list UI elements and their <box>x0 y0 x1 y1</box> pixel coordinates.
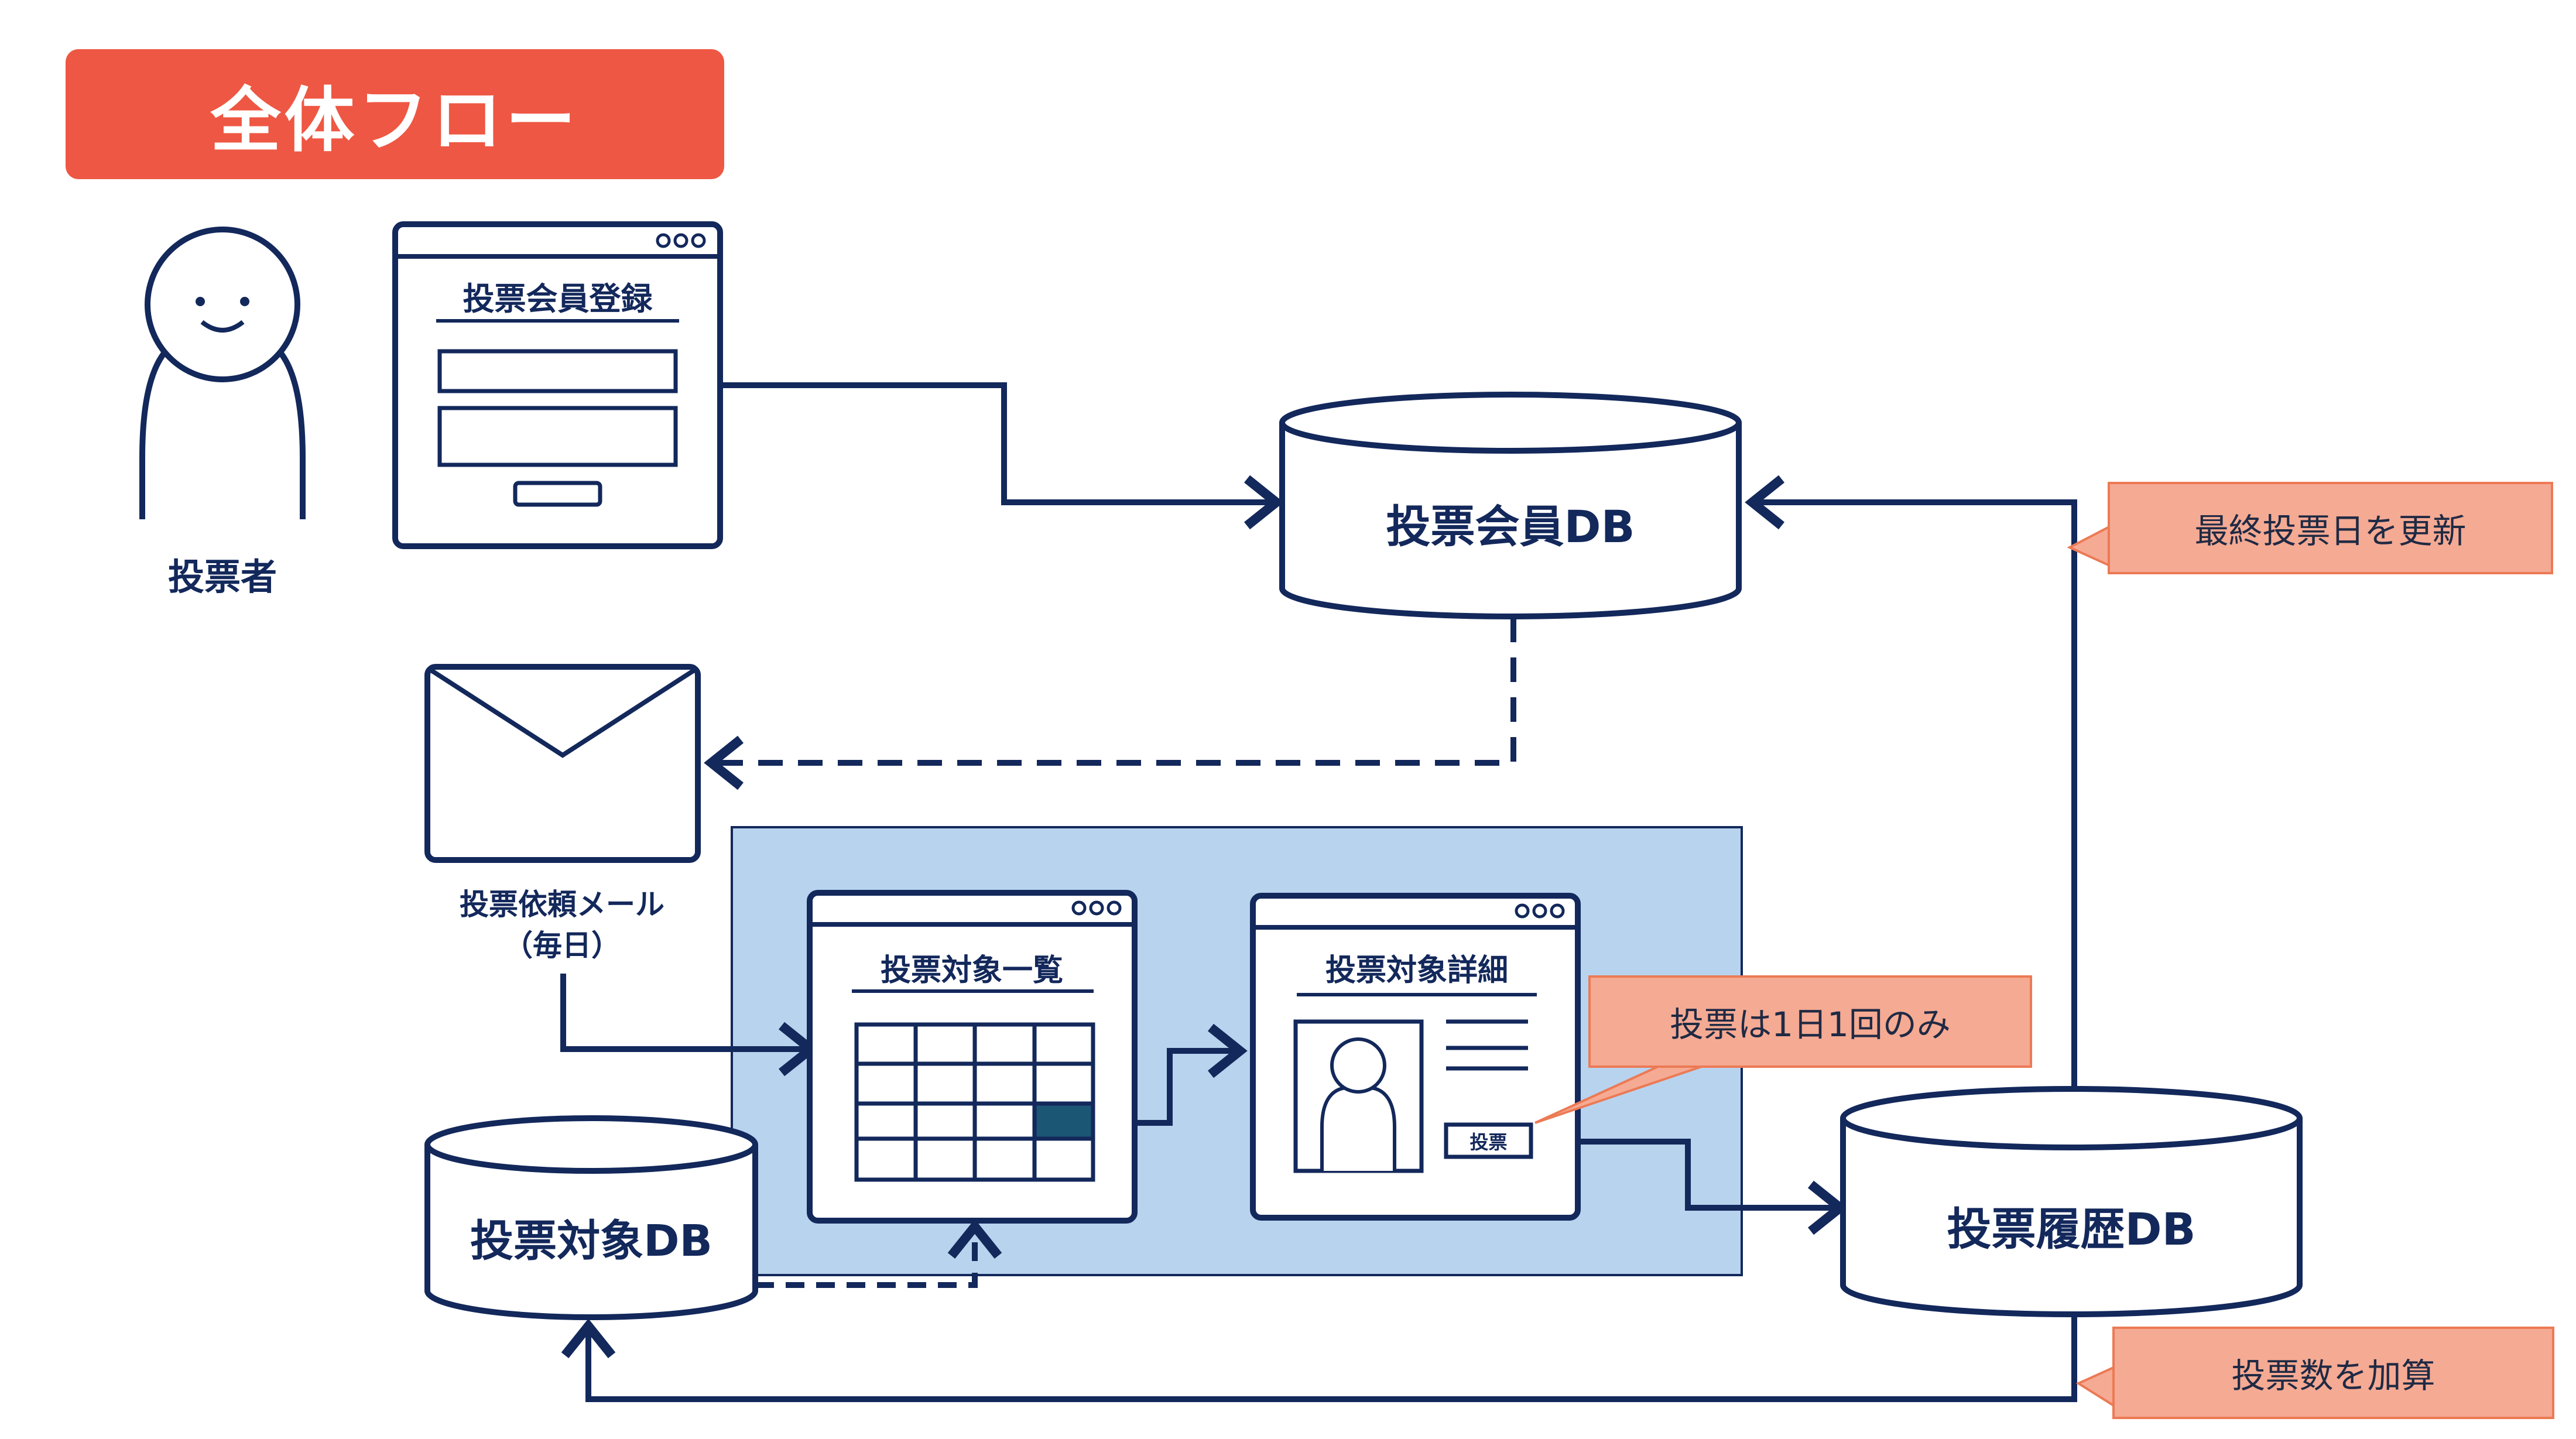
arrow-historydb-to-memberdb <box>1745 475 2077 1098</box>
register-form-window <box>392 221 723 549</box>
actor-label: 投票者 <box>167 556 277 598</box>
arrow-memberdb-to-mail <box>704 618 1516 790</box>
target-detail-window <box>1250 893 1581 1221</box>
mail-label-line2: （毎日） <box>503 929 621 962</box>
history-db-label: 投票履歴DB <box>1947 1203 2196 1255</box>
target-db-label: 投票対象DB <box>470 1216 712 1266</box>
person-silhouette-icon <box>1320 1037 1396 1171</box>
title-badge: 全体フロー <box>66 49 724 179</box>
arrow-detail-to-historydb <box>1535 1139 1848 1235</box>
user-icon <box>139 227 306 519</box>
arrow-register-to-memberdb <box>722 382 1284 530</box>
arrow-mail-to-list <box>560 974 818 1077</box>
mail-label-line1: 投票依頼メール <box>460 888 664 921</box>
highlighted-cell <box>1034 1104 1093 1139</box>
vote-button[interactable]: 投票 <box>1448 1127 1529 1154</box>
target-list-window <box>807 890 1138 1224</box>
note-add-vote-count: 投票数を加算 <box>2112 1327 2554 1419</box>
arrow-historydb-to-targetdb <box>561 1317 2077 1402</box>
connectors <box>560 382 2077 1402</box>
member-db-cylinder <box>1279 392 1742 619</box>
note-update-last-vote: 最終投票日を更新 <box>2108 482 2553 574</box>
note-once-per-day: 投票は1日1回のみ <box>1588 975 2032 1068</box>
history-db-cylinder <box>1840 1086 2303 1317</box>
mail-icon <box>424 664 701 863</box>
arrow-targetdb-to-list <box>755 1219 1002 1288</box>
target-list-title: 投票対象一覧 <box>880 953 1063 988</box>
member-db-label: 投票会員DB <box>1386 501 1635 553</box>
register-form-title: 投票会員登録 <box>463 280 653 317</box>
target-detail-title: 投票対象詳細 <box>1325 953 1508 988</box>
list-grid <box>854 1022 1095 1182</box>
target-db-cylinder <box>424 1115 758 1320</box>
